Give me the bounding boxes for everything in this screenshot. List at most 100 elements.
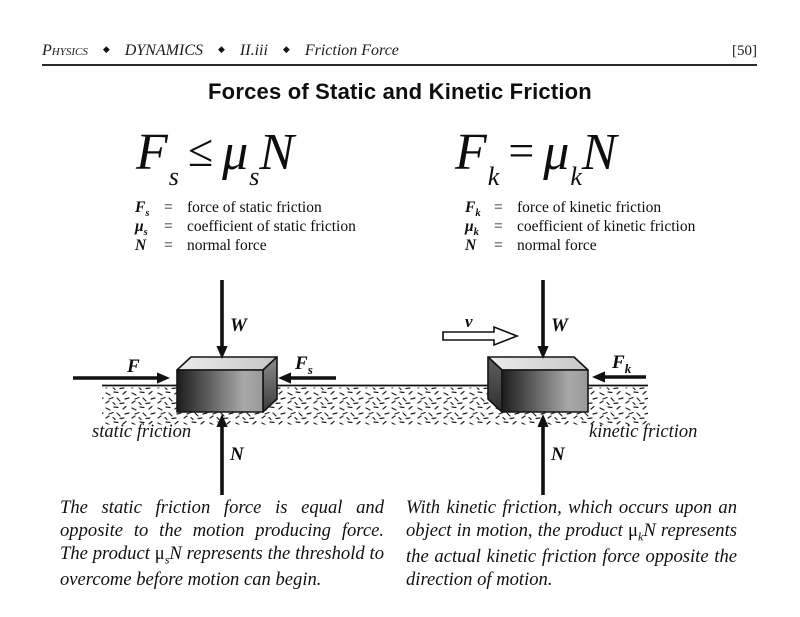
label-subscript: k — [625, 361, 632, 376]
definition-row: μk = coefficient of kinetic friction — [465, 218, 696, 238]
definition-row: N = normal force — [465, 237, 695, 256]
equals-sign: = — [494, 237, 503, 254]
breadcrumb-chapter: II.iii — [239, 42, 268, 59]
equals-sign: = — [494, 218, 503, 235]
kinetic-definitions: Fk = force of kinetic friction μk = coef… — [465, 199, 695, 256]
diamond-separator-icon: ◆ — [102, 44, 110, 54]
weight-label: W — [230, 315, 248, 336]
symbol-subscript: s — [143, 227, 148, 239]
kinetic-block — [487, 356, 589, 413]
mu-subscript: s — [164, 552, 170, 567]
symbol: F — [135, 199, 146, 216]
eq-subscript: k — [487, 162, 500, 191]
applied-force-label: F — [126, 356, 140, 377]
eq-symbol-mu: μ — [543, 124, 570, 181]
note-text: represents the threshold to overcome bef… — [60, 543, 384, 590]
definition-text: force of static friction — [187, 199, 322, 216]
block-top-face — [487, 356, 589, 371]
eq-operator: = — [508, 125, 535, 176]
definition-text: coefficient of static friction — [187, 218, 356, 235]
block-front-face — [176, 369, 264, 413]
velocity-arrow — [442, 325, 520, 347]
eq-symbol-F: F — [136, 124, 168, 181]
header: Physics ◆ DYNAMICS ◆ II.iii ◆ Friction F… — [42, 42, 757, 62]
static-friction-equation: Fs≤μsN — [136, 124, 295, 190]
label-subscript: s — [307, 362, 313, 377]
breadcrumb: Physics ◆ DYNAMICS ◆ II.iii ◆ Friction F… — [42, 42, 399, 60]
symbol: F — [465, 199, 476, 216]
mu-subscript: k — [637, 529, 644, 544]
diamond-separator-icon: ◆ — [218, 44, 225, 54]
velocity-label: v — [465, 312, 473, 331]
equals-sign: = — [164, 199, 173, 216]
note-text: The static friction force is equal and o… — [60, 497, 384, 565]
symbol: N — [465, 237, 477, 254]
block-top-face — [176, 356, 278, 371]
kinetic-friction-label: Fk — [611, 352, 632, 376]
equals-sign: = — [164, 237, 173, 254]
definition-text: normal force — [517, 237, 597, 254]
static-friction-arrow — [278, 372, 336, 384]
normal-symbol: N — [643, 520, 656, 542]
static-note: The static friction force is equal and o… — [60, 496, 384, 591]
breadcrumb-topic: Friction Force — [304, 42, 399, 59]
friction-diagram: W F Fs N static friction v — [73, 280, 697, 495]
definition-symbol: Fk — [465, 199, 494, 219]
definition-symbol: N — [135, 237, 164, 257]
eq-symbol-mu: μ — [222, 124, 249, 181]
symbol-subscript: s — [145, 208, 150, 220]
definition-text: coefficient of kinetic friction — [517, 218, 696, 235]
definition-symbol: μs — [135, 218, 164, 238]
static-block — [176, 356, 278, 413]
equals-sign: = — [164, 218, 173, 235]
weight-arrow — [537, 280, 549, 359]
kinetic-note: With kinetic friction, which occurs upon… — [406, 496, 737, 591]
mu-symbol: μ — [628, 520, 638, 542]
note-text: With kinetic friction, which occurs upon… — [406, 497, 737, 542]
mu-symbol: μ — [154, 543, 165, 565]
normal-force-arrow — [537, 414, 549, 495]
label-main: F — [611, 352, 625, 373]
eq-operator: ≤ — [187, 125, 214, 176]
static-diagram-caption: static friction — [92, 422, 191, 442]
normal-force-arrow — [216, 414, 228, 495]
weight-label: W — [551, 315, 569, 336]
normal-force-label: N — [550, 444, 566, 465]
definition-symbol: Fs — [135, 199, 164, 219]
weight-arrow — [216, 280, 228, 359]
header-rule — [42, 64, 757, 66]
symbol: N — [135, 237, 147, 254]
symbol-subscript: k — [473, 227, 479, 239]
label-main: F — [294, 353, 308, 374]
normal-symbol: N — [169, 543, 182, 565]
definition-symbol: N — [465, 237, 494, 257]
kinetic-friction-equation: Fk=μkN — [455, 124, 617, 190]
kinetic-friction-arrow — [592, 371, 646, 383]
page-title: Forces of Static and Kinetic Friction — [208, 79, 592, 104]
breadcrumb-subject: Physics — [42, 42, 88, 59]
symbol-subscript: k — [475, 208, 481, 220]
definition-row: Fk = force of kinetic friction — [465, 199, 695, 219]
symbol: μ — [135, 218, 144, 235]
static-friction-label: Fs — [294, 353, 313, 377]
static-definitions: Fs = force of static friction μs = coeff… — [135, 199, 356, 256]
symbol: μ — [465, 218, 474, 235]
eq-symbol-F: F — [455, 124, 487, 181]
normal-force-label: N — [229, 444, 245, 465]
definition-row: μs = coefficient of static friction — [135, 218, 356, 238]
equals-sign: = — [494, 199, 503, 216]
definition-symbol: μk — [465, 218, 494, 238]
definition-text: force of kinetic friction — [517, 199, 662, 216]
eq-symbol-N: N — [259, 124, 295, 181]
note-text: represents the actual kinetic friction f… — [406, 520, 737, 590]
block-front-face — [501, 369, 589, 413]
kinetic-diagram-caption: kinetic friction — [589, 422, 697, 442]
eq-subscript: s — [168, 162, 179, 191]
applied-force-arrow — [73, 372, 170, 384]
definition-row: Fs = force of static friction — [135, 199, 356, 219]
page-number: [50] — [732, 43, 757, 59]
definition-row: N = normal force — [135, 237, 356, 256]
eq-symbol-N: N — [581, 124, 617, 181]
definition-text: normal force — [187, 237, 267, 254]
